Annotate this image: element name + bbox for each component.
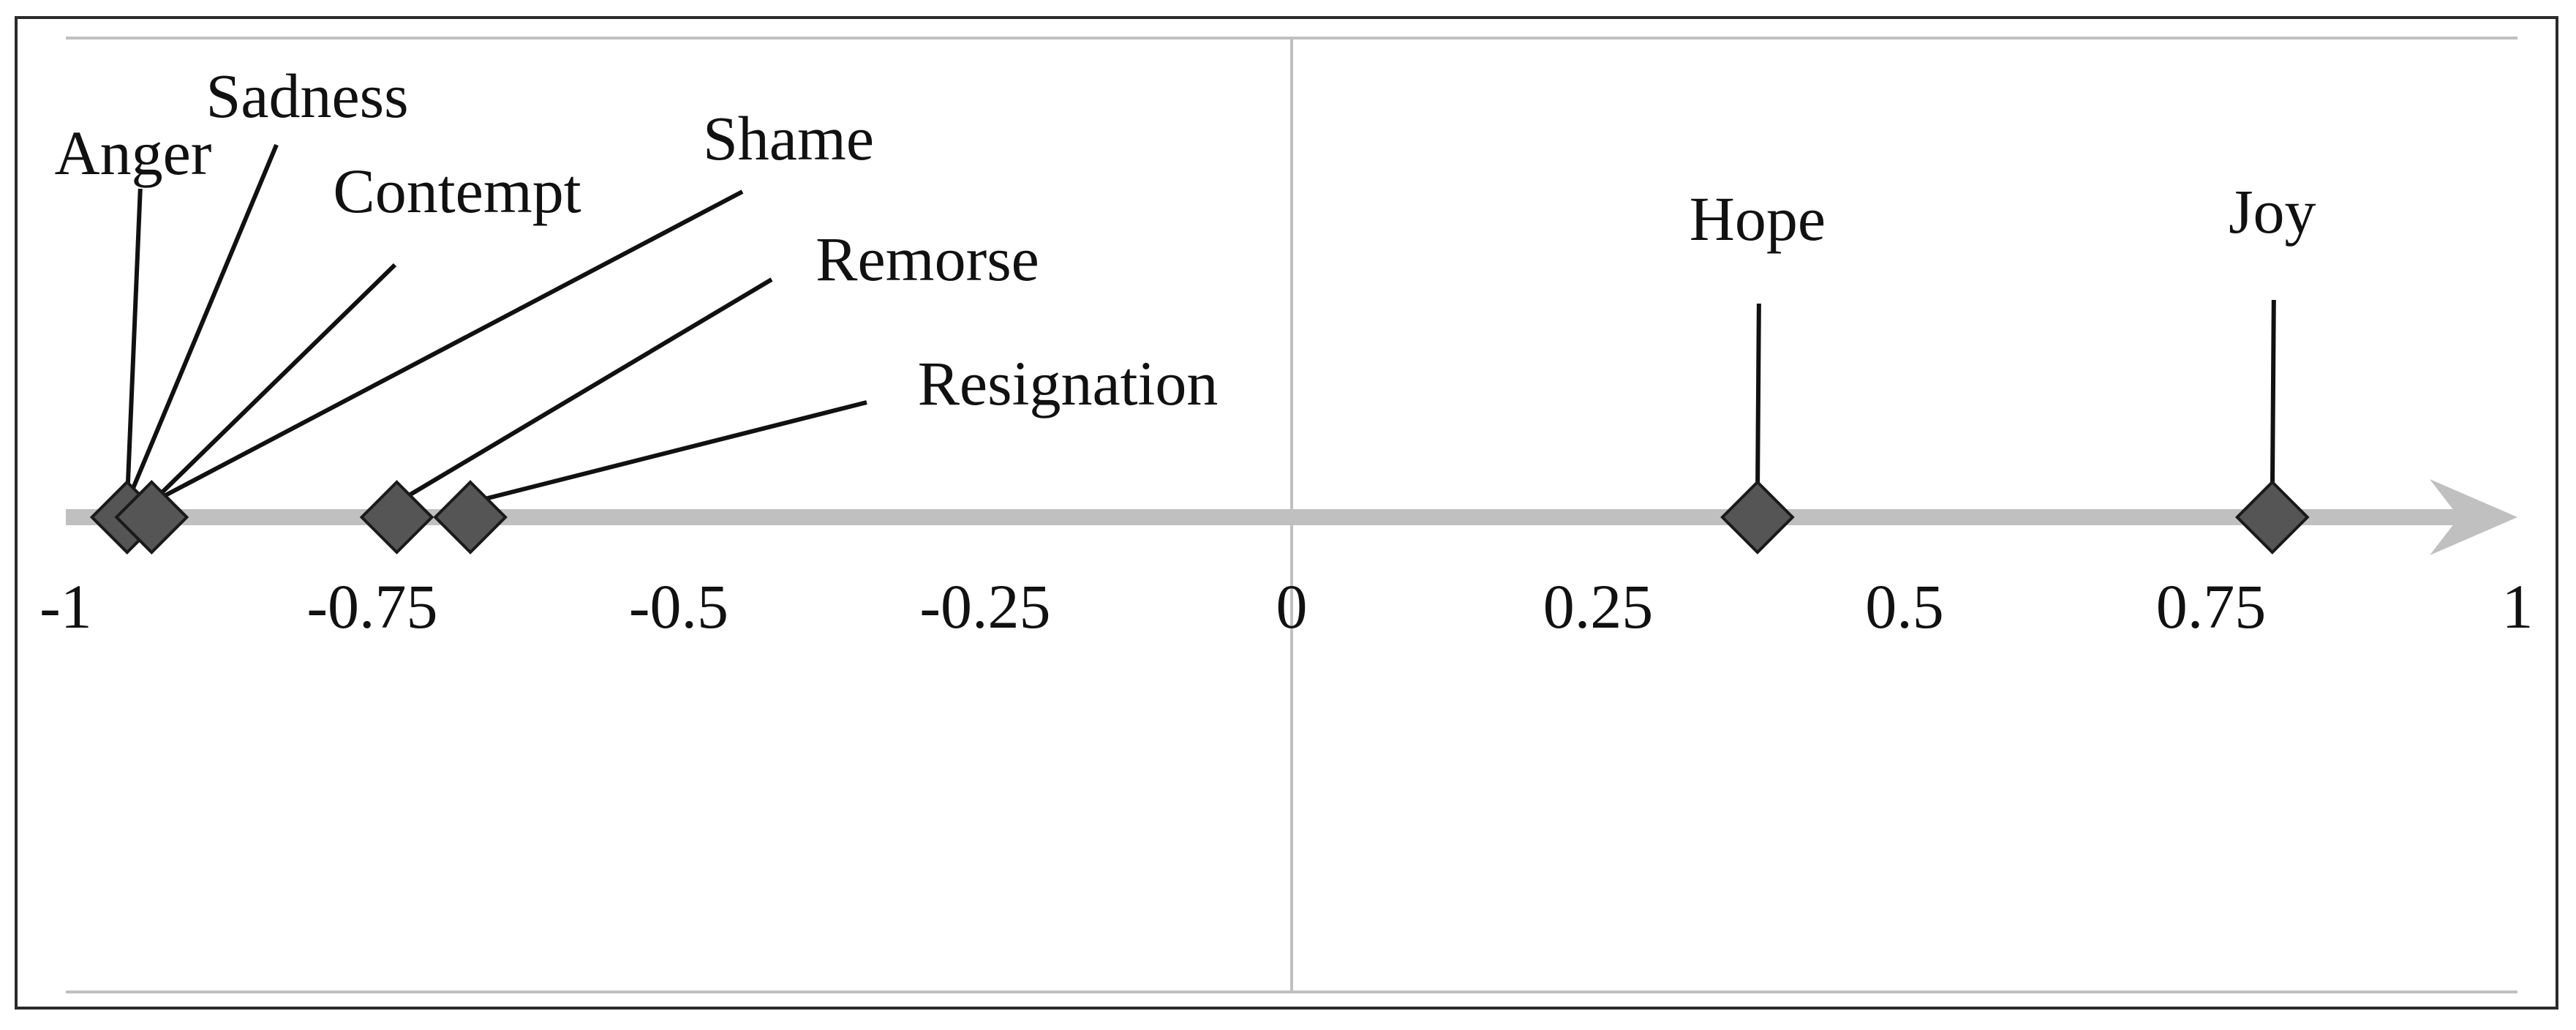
point-label: Remorse: [816, 224, 1039, 294]
leader-line: [2270, 299, 2276, 503]
point-label: Contempt: [333, 156, 581, 226]
leader-line: [150, 263, 397, 505]
point-label: Sadness: [206, 61, 408, 131]
leader-line: [395, 277, 773, 505]
x-tick-label: 0: [1276, 571, 1308, 642]
data-point-marker: [433, 480, 508, 555]
x-axis-arrowhead: [2430, 479, 2517, 555]
x-tick-label: 0.25: [1543, 571, 1654, 642]
x-tick-labels: -1 -0.75 -0.5 -0.25 0 0.25 0.5 0.75 1: [39, 571, 2533, 642]
data-point-marker: [1720, 480, 1795, 555]
x-tick-label: -0.25: [919, 571, 1050, 642]
point-label: Joy: [2229, 176, 2316, 247]
point-label: Anger: [55, 118, 212, 188]
data-markers: [89, 480, 2310, 555]
x-tick-label: -0.5: [629, 571, 728, 642]
x-tick-label: -0.75: [306, 571, 437, 642]
leader-line: [150, 189, 744, 505]
x-tick-label: 0.5: [1865, 571, 1944, 642]
leader-line: [124, 188, 143, 503]
leader-lines: [124, 143, 2276, 505]
leader-line: [125, 143, 279, 504]
x-tick-label: -1: [39, 571, 92, 642]
x-tick-label: 0.75: [2156, 571, 2267, 642]
leader-line: [1755, 303, 1761, 503]
leader-line: [470, 400, 867, 505]
point-label: Hope: [1690, 184, 1826, 254]
data-point-marker: [2234, 480, 2310, 555]
point-label: Shame: [703, 103, 874, 173]
data-point-marker: [359, 480, 434, 555]
point-label: Resignation: [918, 348, 1219, 418]
data-point-marker: [114, 480, 189, 555]
x-tick-label: 1: [2502, 571, 2534, 642]
